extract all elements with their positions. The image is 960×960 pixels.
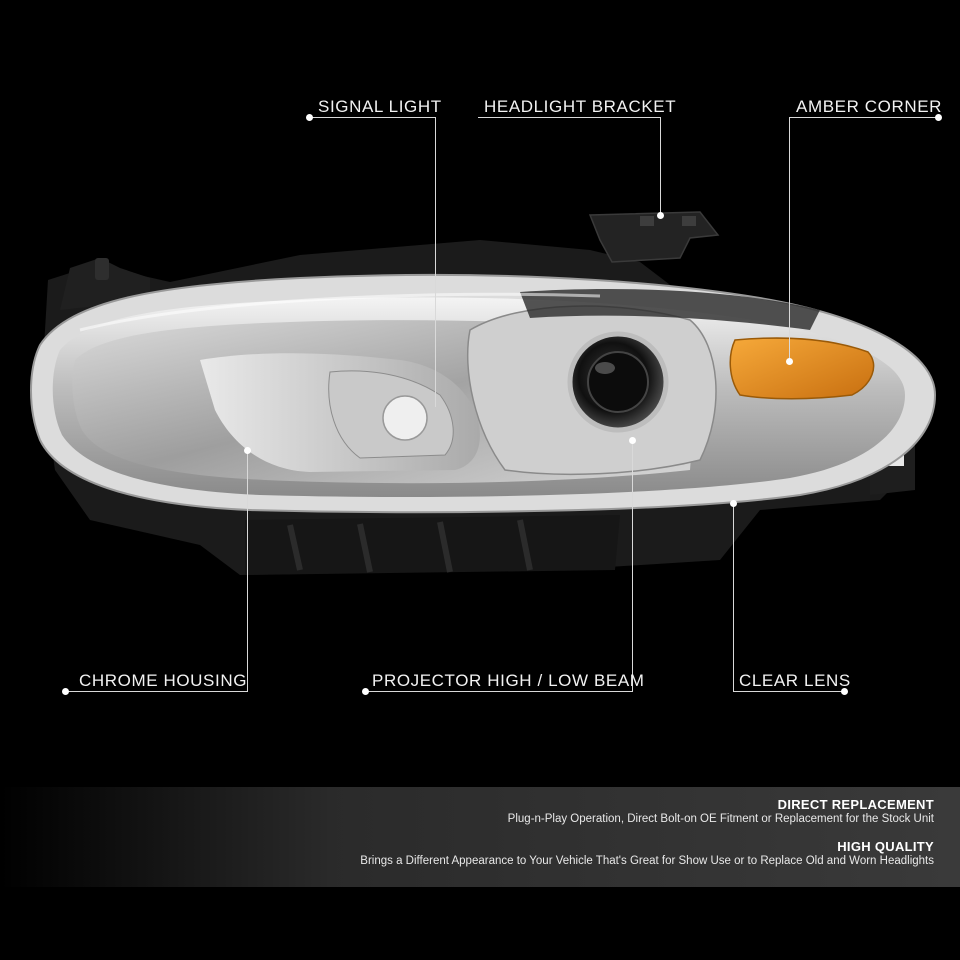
signal-light-label: SIGNAL LIGHT bbox=[318, 97, 442, 116]
signal-light-leader-h bbox=[312, 117, 436, 118]
chrome-leader-v bbox=[247, 450, 248, 692]
clear-lens-leader-v bbox=[733, 503, 734, 692]
chrome-end-dot bbox=[62, 688, 69, 695]
feature-footer: DIRECT REPLACEMENT Plug-n-Play Operation… bbox=[0, 787, 960, 887]
projector-dot bbox=[629, 437, 636, 444]
bracket-leader-v bbox=[660, 117, 661, 215]
clear-lens-label: CLEAR LENS bbox=[739, 671, 851, 690]
amber-leader-v bbox=[789, 117, 790, 361]
feature-title-direct-replacement: DIRECT REPLACEMENT bbox=[777, 797, 934, 812]
clear-lens-leader-h bbox=[733, 691, 845, 692]
amber-leader-h bbox=[789, 117, 939, 118]
feature-text-high-quality: Brings a Different Appearance to Your Ve… bbox=[360, 855, 934, 867]
chrome-dot bbox=[244, 447, 251, 454]
amber-corner-shape bbox=[729, 337, 875, 400]
clear-lens-end-dot bbox=[841, 688, 848, 695]
bracket-dot bbox=[657, 212, 664, 219]
chrome-housing-label: CHROME HOUSING bbox=[79, 671, 248, 690]
projector-leader-h bbox=[366, 691, 633, 692]
bracket-leader-h bbox=[478, 117, 661, 118]
chrome-leader-h bbox=[66, 691, 248, 692]
amber-end-dot bbox=[935, 114, 942, 121]
headlight-bracket-label: HEADLIGHT BRACKET bbox=[484, 97, 677, 116]
signal-light-leader-v bbox=[435, 117, 436, 407]
signal-light-dot bbox=[306, 114, 313, 121]
amber-dot bbox=[786, 358, 793, 365]
projector-leader-v bbox=[632, 440, 633, 692]
feature-text-direct-replacement: Plug-n-Play Operation, Direct Bolt-on OE… bbox=[507, 813, 934, 825]
clear-lens-dot bbox=[730, 500, 737, 507]
feature-title-high-quality: HIGH QUALITY bbox=[837, 839, 934, 854]
amber-corner-label: AMBER CORNER bbox=[796, 97, 943, 116]
projector-end-dot bbox=[362, 688, 369, 695]
projector-beam-label: PROJECTOR HIGH / LOW BEAM bbox=[372, 671, 645, 690]
